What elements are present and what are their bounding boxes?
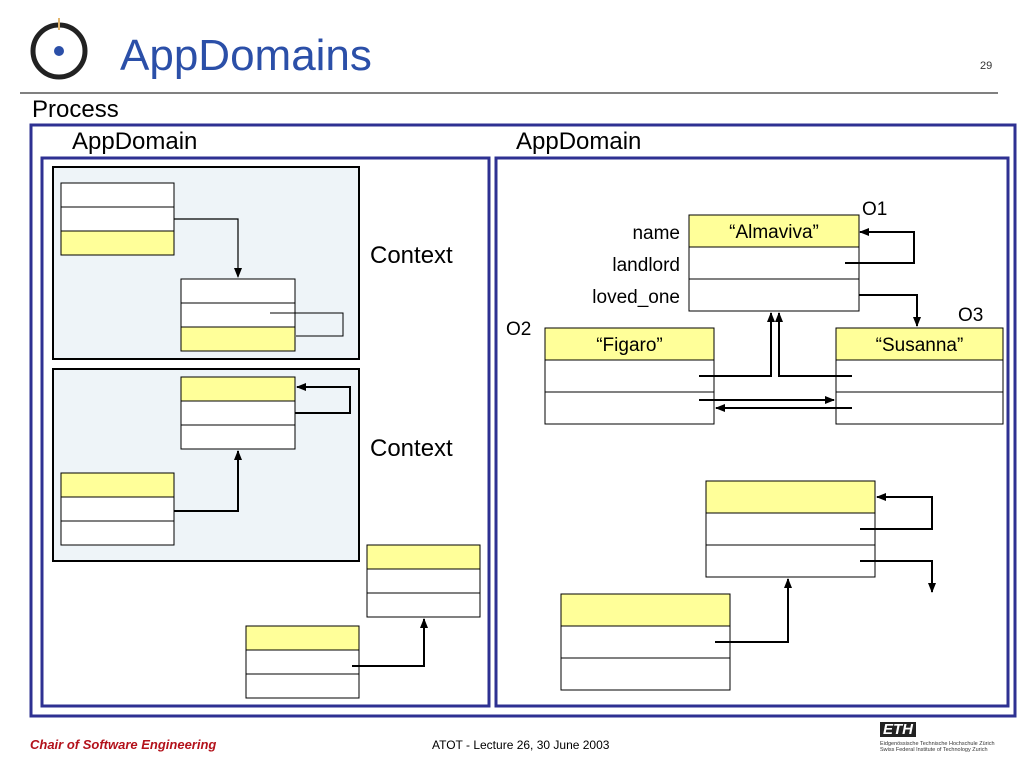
context-1-label: Context [370, 242, 453, 269]
right-lower-object-b [560, 593, 731, 691]
field-landlord-label: landlord [612, 255, 680, 276]
left-loose-object-b [245, 625, 360, 699]
o1-object [688, 214, 860, 312]
slide-title: AppDomains [120, 31, 372, 80]
ctx1-ref-a-to-b [174, 218, 242, 278]
logo-icon [30, 18, 88, 80]
susanna-value: “Susanna” [875, 335, 964, 356]
ctx2-ref-b-to-a [174, 450, 242, 512]
ctx2-object-b [60, 472, 175, 546]
ctx2-object-a [180, 376, 296, 450]
ctx1-object-a [60, 182, 175, 256]
o2-object [544, 327, 715, 425]
process-frame [29, 123, 1017, 718]
o2-label: O2 [506, 319, 532, 340]
field-name-label: name [632, 223, 680, 244]
footer-lecture-label: ATOT - Lecture 26, 30 June 2003 [432, 738, 610, 752]
eth-logo-text: ETH [880, 722, 916, 737]
almaviva-value: “Almaviva” [729, 222, 819, 243]
o3-object [835, 327, 1004, 425]
o1-landlord-self-ref [845, 228, 915, 264]
slide-number: 29 [980, 60, 993, 72]
o3-to-o1-ref [775, 312, 852, 377]
appdomain-right-label: AppDomain [516, 128, 642, 155]
o1-label: O1 [862, 199, 888, 220]
left-loose-ref [352, 618, 428, 667]
right-lower-self-ref [860, 493, 933, 530]
footer-chair-label: Chair of Software Engineering [30, 737, 217, 752]
right-lower-object-a [705, 480, 876, 578]
eth-logo: ETH Eidgenössische Technische Hochschule… [880, 721, 995, 753]
appdomain-left-label: AppDomain [72, 128, 198, 155]
eth-logo-sub1: Eidgenössische Technische Hochschule Zür… [880, 741, 995, 747]
o2-to-o1-ref [699, 312, 775, 377]
appdomain-right-frame [494, 156, 1010, 708]
process-label: Process [32, 96, 119, 123]
context-2-label: Context [370, 435, 453, 462]
ctx1-self-ref [270, 312, 344, 337]
ctx2-self-ref [295, 383, 351, 414]
field-loved-one-label: loved_one [592, 287, 680, 308]
ctx1-object-b [180, 278, 296, 352]
right-lower-dangling-ref [860, 560, 936, 593]
left-loose-object-a [366, 544, 481, 618]
o3-label: O3 [958, 305, 984, 326]
appdomain-left-frame [40, 156, 491, 708]
o1-loved-one-to-o3 [859, 294, 921, 327]
eth-logo-sub2: Swiss Federal Institute of Technology Zu… [880, 747, 988, 753]
figaro-value: “Figaro” [596, 335, 663, 356]
right-lower-b-to-a [715, 578, 792, 643]
